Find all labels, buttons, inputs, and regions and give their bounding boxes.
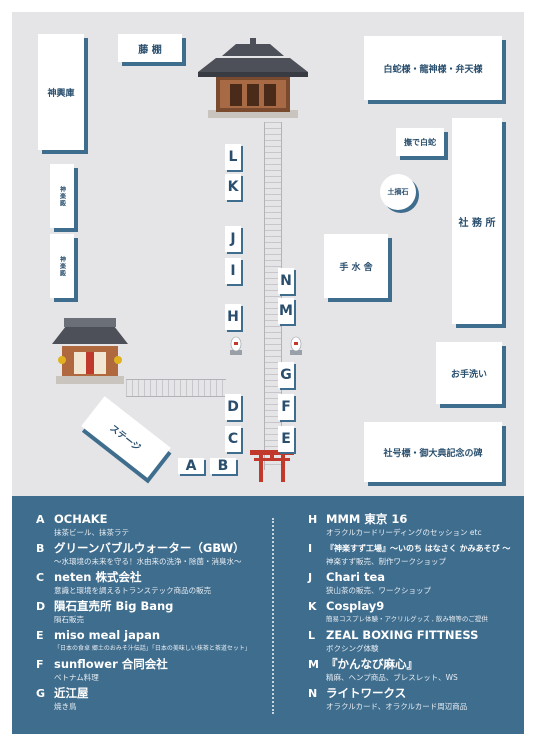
booth-m[interactable]: M [278,298,294,324]
fujidana-building: 藤 棚 [118,34,182,62]
guardian-statue-left-icon [230,336,242,355]
guardian-statue-right-icon [290,336,302,355]
site-map: 藤 棚 神輿庫 白蛇様・龍神様・弁天様 撫で白蛇 土摘石 社 務 所 手 水 舎… [12,12,524,496]
booth-b[interactable]: B [210,458,236,474]
legend-entry-i: I『神楽すず工場』〜いのち はなさく かみあそび 〜神楽すず販売、制作ワークショ… [308,542,511,566]
booth-i[interactable]: I [225,258,241,284]
booth-h[interactable]: H [225,304,241,330]
nadeshiro-sign: 撫で白蛇 [396,128,444,156]
legend-entry-m: M『かんなび麻心』精麻、ヘンプ商品、ブレスレット、WS [308,657,458,682]
booth-e[interactable]: E [278,426,294,452]
stone-path-side [126,379,226,397]
stone-path-main [264,122,282,470]
legend-divider [272,518,274,714]
kinenhi-building: 社号標・御大典記念の碑 [364,422,502,482]
booth-k[interactable]: K [225,174,241,200]
sub-shrine-icon [52,318,128,384]
mikoshiko-building: 神輿庫 [38,34,84,150]
booth-a[interactable]: A [178,458,204,474]
small-building-2: 神楽殿 [50,234,74,298]
torii-gate-icon [250,450,294,482]
booth-n[interactable]: N [278,268,294,294]
shamusho-building: 社 務 所 [452,118,502,324]
booth-d[interactable]: D [225,394,241,420]
stage-building: ステージ [81,396,171,478]
hakuja-building: 白蛇様・龍神様・弁天様 [364,36,502,100]
booth-f[interactable]: F [278,394,294,420]
main-shrine-icon [198,38,308,118]
booth-g[interactable]: G [278,362,294,388]
small-building-1: 神楽殿 [50,164,74,228]
booth-j[interactable]: J [225,226,241,252]
otearai-building: お手洗い [436,342,502,404]
tsuchimochi-stone: 土摘石 [380,174,416,210]
booth-l[interactable]: L [225,144,241,170]
temizusha-building: 手 水 舎 [324,234,388,298]
booth-c[interactable]: C [225,426,241,452]
